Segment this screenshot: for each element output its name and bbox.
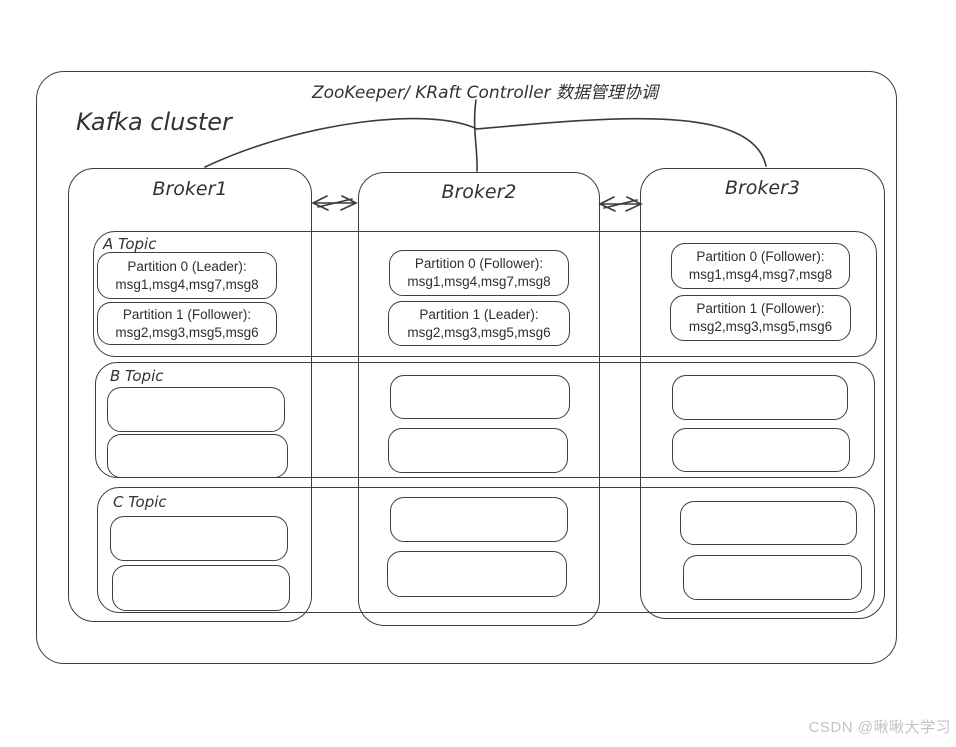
partition-messages: msg2,msg3,msg5,msg6 xyxy=(688,319,833,334)
topic-b-label: B Topic xyxy=(110,367,164,385)
partition-role: Partition 1 (Leader): xyxy=(419,306,539,322)
broker2-topicC-empty-partition1 xyxy=(387,551,567,597)
broker3-partition0: Partition 0 (Follower): msg1,msg4,msg7,m… xyxy=(671,243,850,289)
broker2-box xyxy=(358,172,600,626)
broker3-label: Broker3 xyxy=(724,177,801,199)
broker2-label: Broker2 xyxy=(441,181,517,203)
broker3-topicB-empty-partition0 xyxy=(672,375,848,420)
topic-c-band xyxy=(97,487,875,613)
partition-role: Partition 0 (Follower): xyxy=(414,256,544,272)
broker2-topicB-empty-partition0 xyxy=(390,375,570,419)
partition-role: Partition 0 (Follower): xyxy=(696,249,825,265)
partition-role: Partition 1 (Follower): xyxy=(122,306,252,322)
topic-a-band xyxy=(93,231,877,357)
topic-a-label: A Topic xyxy=(103,235,157,253)
partition-messages: msg1,msg4,msg7,msg8 xyxy=(407,274,551,289)
broker2-partition1: Partition 1 (Leader): msg2,msg3,msg5,msg… xyxy=(388,301,570,346)
broker2-partition0: Partition 0 (Follower): msg1,msg4,msg7,m… xyxy=(389,250,569,296)
broker3-box xyxy=(640,168,885,619)
broker1-topicB-empty-partition0 xyxy=(107,387,285,432)
broker3-topicC-empty-partition1 xyxy=(683,555,862,600)
broker1-topicB-empty-partition1 xyxy=(107,434,288,478)
partition-messages: msg1,msg4,msg7,msg8 xyxy=(115,276,259,292)
broker1-box xyxy=(68,168,312,622)
broker1-topicC-empty-partition1 xyxy=(112,565,290,611)
broker1-partition0: Partition 0 (Leader): msg1,msg4,msg7,msg… xyxy=(97,252,277,299)
partition-messages: msg2,msg3,msg5,msg6 xyxy=(407,324,551,340)
partition-messages: msg1,msg4,msg7,msg8 xyxy=(688,267,833,282)
partition-role: Partition 0 (Leader): xyxy=(127,258,247,274)
topic-b-band xyxy=(95,362,875,478)
broker3-topicC-empty-partition0 xyxy=(680,501,857,545)
controller-title: ZooKeeper/ KRaft Controller 数据管理协调 xyxy=(311,83,659,103)
topic-c-label: C Topic xyxy=(113,493,167,511)
broker3-topicB-empty-partition1 xyxy=(672,428,850,472)
broker1-partition1: Partition 1 (Follower): msg2,msg3,msg5,m… xyxy=(97,302,277,345)
partition-messages: msg2,msg3,msg5,msg6 xyxy=(115,324,259,340)
partition-role: Partition 1 (Follower): xyxy=(696,301,825,317)
broker3-partition1: Partition 1 (Follower): msg2,msg3,msg5,m… xyxy=(670,295,851,341)
broker2-topicC-empty-partition0 xyxy=(390,497,568,542)
kafka-cluster-box xyxy=(36,71,897,664)
broker1-label: Broker1 xyxy=(152,178,228,200)
cluster-label: Kafka cluster xyxy=(76,108,232,136)
broker2-topicB-empty-partition1 xyxy=(388,428,568,473)
csdn-watermark: CSDN @啾啾大学习 xyxy=(808,719,951,736)
broker1-topicC-empty-partition0 xyxy=(110,516,288,561)
